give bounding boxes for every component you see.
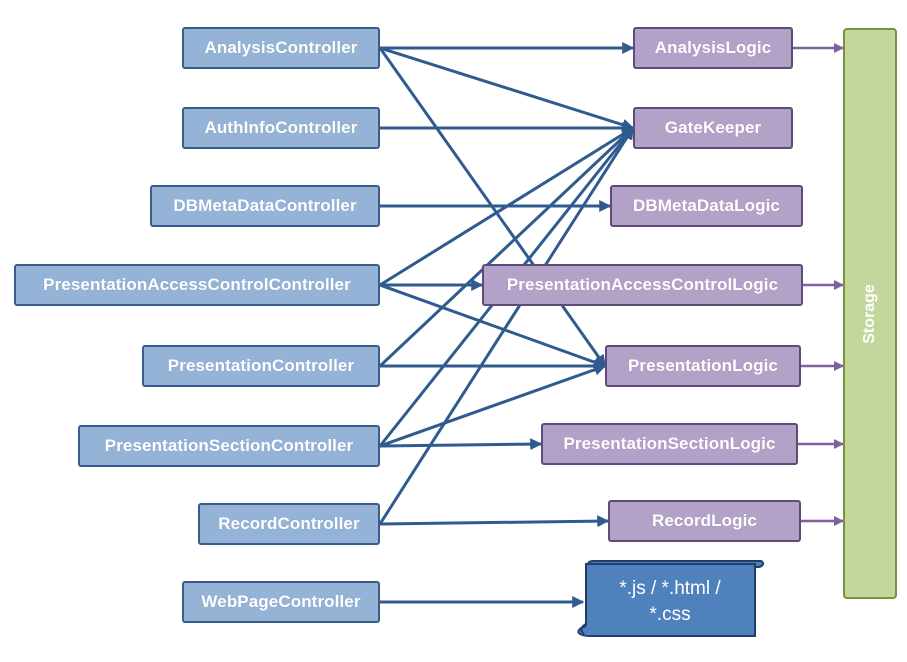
storage-node: Storage: [843, 28, 897, 599]
dbmetadata-logic-node: DBMetaDataLogic: [610, 185, 803, 227]
storage-label: Storage: [861, 283, 878, 344]
presentation-access-control-logic-node: PresentationAccessControlLogic: [482, 264, 803, 306]
edge-analysis-to-gatekeeper: [379, 46, 635, 131]
dbmetadata-controller-node: DBMetaDataController: [150, 185, 380, 227]
presentation-controller-node: PresentationController: [142, 345, 380, 387]
static-files-scroll: [577, 560, 765, 637]
edge-presentation-to-gatekeeper: [378, 126, 635, 368]
gatekeeper-node: GateKeeper: [633, 107, 793, 149]
presentation-section-controller-node: PresentationSectionController: [78, 425, 380, 467]
analysis-logic-node: AnalysisLogic: [633, 27, 793, 69]
edge-presaccess-to-preslogic: [379, 283, 607, 368]
static-files-label: *.js / *.html / *.css: [619, 578, 721, 625]
edge-record-to-gatekeeper: [378, 126, 635, 525]
record-controller-node: RecordController: [198, 503, 380, 545]
presentation-logic-node: PresentationLogic: [605, 345, 801, 387]
presentation-access-control-controller-node: PresentationAccessControlController: [14, 264, 380, 306]
authinfo-controller-node: AuthInfoController: [182, 107, 380, 149]
edge-presaccess-to-gatekeeper: [379, 126, 635, 287]
edge-section-to-sectionlogic: [379, 438, 543, 451]
record-logic-node: RecordLogic: [608, 500, 801, 542]
analysis-controller-node: AnalysisController: [182, 27, 380, 69]
edge-record-to-recordlogic: [379, 515, 610, 528]
presentation-section-logic-node: PresentationSectionLogic: [541, 423, 798, 465]
edge-section-to-preslogic: [379, 363, 607, 448]
webpage-controller-node: WebPageController: [182, 581, 380, 623]
